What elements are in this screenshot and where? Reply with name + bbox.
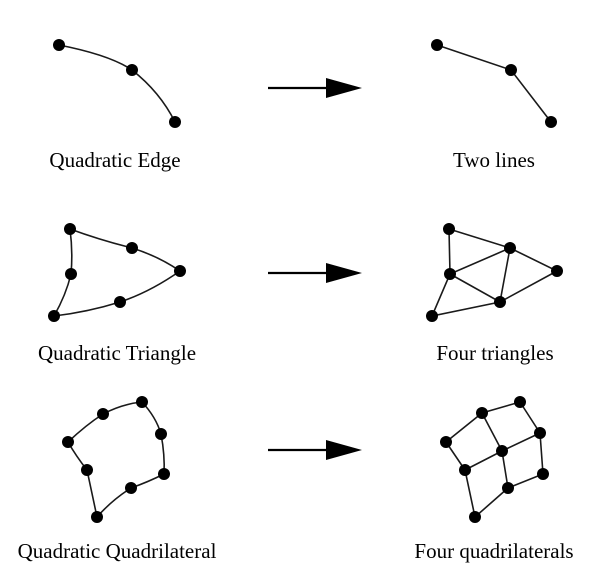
quad-node <box>155 428 167 440</box>
triangle-top-edge <box>69 228 181 272</box>
quad-node <box>158 468 170 480</box>
subdivided-node <box>551 265 563 277</box>
line-segments <box>436 44 552 123</box>
subdivided-node <box>476 407 488 419</box>
four-quadrilaterals-figure <box>440 396 549 523</box>
quad-node <box>81 464 93 476</box>
outer-quadrilateral <box>444 401 544 519</box>
subdivided-node <box>494 296 506 308</box>
center-node <box>496 445 508 457</box>
subdivided-node <box>440 436 452 448</box>
quad-node <box>125 482 137 494</box>
subdivided-node <box>504 242 516 254</box>
subdivided-node <box>443 223 455 235</box>
triangle-node <box>114 296 126 308</box>
caption-four-quadrilaterals: Four quadrilaterals <box>414 539 574 563</box>
quad-node <box>97 408 109 420</box>
caption-quadratic-triangle: Quadratic Triangle <box>37 341 197 365</box>
quadratic-edge-figure <box>53 39 181 128</box>
edge-node <box>126 64 138 76</box>
two-lines-figure <box>431 39 557 128</box>
triangle-node <box>126 242 138 254</box>
caption-four-triangles: Four triangles <box>436 341 554 365</box>
quad-bottom-edge <box>96 473 165 518</box>
triangle-node <box>174 265 186 277</box>
quadratic-quadrilateral-figure <box>62 396 170 523</box>
caption-two-lines: Two lines <box>453 148 535 172</box>
line-node <box>505 64 517 76</box>
arrow-head <box>326 440 362 460</box>
quad-left-edge <box>67 441 98 518</box>
arrow-head <box>326 263 362 283</box>
subdivided-node <box>537 468 549 480</box>
subdivided-node <box>469 511 481 523</box>
caption-quadratic-quadrilateral: Quadratic Quadrilateral <box>17 539 217 563</box>
caption-quadratic-edge: Quadratic Edge <box>49 148 181 172</box>
subdivided-node <box>426 310 438 322</box>
subdivided-node <box>514 396 526 408</box>
curved-edge <box>58 44 176 123</box>
edge-node <box>53 39 65 51</box>
subdivided-node <box>459 464 471 476</box>
quadratic-triangle-figure <box>48 223 186 322</box>
arrow-row-2 <box>268 263 362 283</box>
quad-top-edge <box>67 401 143 443</box>
arrow-row-1 <box>268 78 362 98</box>
arrow-row-3 <box>268 440 362 460</box>
arrow-head <box>326 78 362 98</box>
quad-node <box>136 396 148 408</box>
subdivided-node <box>502 482 514 494</box>
line-node <box>431 39 443 51</box>
triangle-node <box>64 223 76 235</box>
quad-node <box>62 436 74 448</box>
edge-node <box>169 116 181 128</box>
line-node <box>545 116 557 128</box>
four-triangles-figure <box>426 223 563 322</box>
subdivided-node <box>534 427 546 439</box>
subdivided-node <box>444 268 456 280</box>
triangle-node <box>48 310 60 322</box>
inner-edges <box>449 246 512 304</box>
triangle-node <box>65 268 77 280</box>
quad-node <box>91 511 103 523</box>
